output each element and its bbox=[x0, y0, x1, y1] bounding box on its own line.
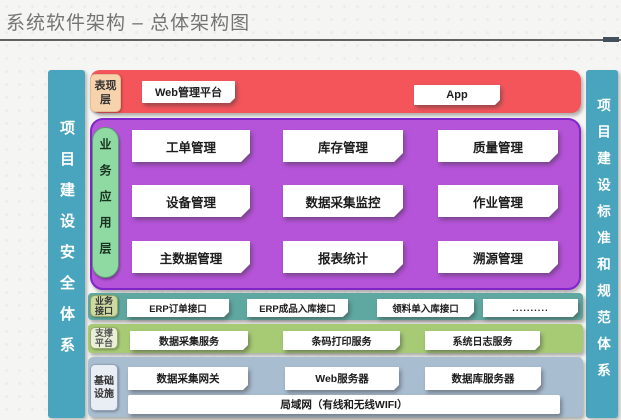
left-pillar-security-system: 项目建设安全体系 bbox=[48, 70, 85, 418]
web-platform-box: Web管理平台 bbox=[142, 81, 235, 103]
erp-product-inbound-interface-box: ERP成品入库接口 bbox=[247, 299, 348, 317]
erp-order-interface-box: ERP订单接口 bbox=[127, 299, 229, 317]
module-equipment: 设备管理 bbox=[132, 185, 250, 217]
data-collection-gateway-box: 数据采集网关 bbox=[128, 367, 248, 390]
module-report-statistics: 报表统计 bbox=[283, 241, 403, 273]
title-divider-accent bbox=[603, 37, 619, 42]
lan-network-box: 局域网（有线和无线WIFI） bbox=[128, 395, 560, 414]
module-inventory: 库存管理 bbox=[283, 130, 403, 162]
barcode-print-service-box: 条码打印服务 bbox=[283, 331, 400, 350]
interface-layer-tag: 业务接口 bbox=[90, 295, 118, 317]
more-interfaces-box: .......... bbox=[483, 299, 578, 317]
module-master-data: 主数据管理 bbox=[132, 241, 250, 273]
business-layer-tag: 业务应用层 bbox=[92, 127, 119, 278]
right-pillar-standards-system: 项目建设标准和规范体系 bbox=[586, 70, 618, 418]
platform-layer-tag: 支撑平台 bbox=[90, 327, 118, 349]
presentation-layer-tag: 表现层 bbox=[90, 74, 121, 112]
module-work-order: 工单管理 bbox=[132, 130, 250, 162]
page-title: 系统软件架构 – 总体架构图 bbox=[6, 13, 251, 34]
web-server-box: Web服务器 bbox=[285, 367, 399, 390]
data-collection-service-box: 数据采集服务 bbox=[130, 331, 248, 350]
module-quality: 质量管理 bbox=[438, 130, 558, 162]
database-server-box: 数据库服务器 bbox=[425, 367, 541, 390]
infrastructure-layer-tag: 基础设施 bbox=[90, 364, 118, 411]
module-operation: 作业管理 bbox=[438, 185, 558, 217]
module-traceability: 溯源管理 bbox=[438, 241, 558, 273]
module-data-collection-monitor: 数据采集监控 bbox=[283, 185, 403, 217]
title-divider bbox=[0, 39, 621, 41]
system-log-service-box: 系统日志服务 bbox=[425, 331, 540, 350]
app-box: App bbox=[414, 85, 500, 105]
material-requisition-interface-box: 领料单入库接口 bbox=[377, 299, 474, 317]
